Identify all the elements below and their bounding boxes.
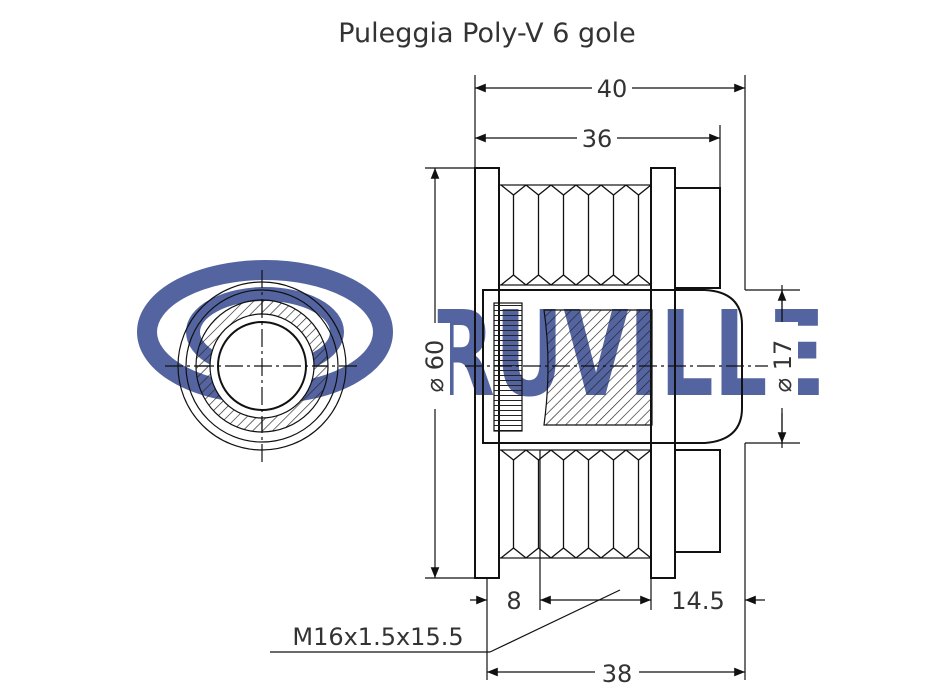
groove: [625, 449, 652, 559]
groove: [550, 449, 577, 559]
groove: [575, 449, 602, 559]
groove: [525, 449, 552, 559]
end-view: [165, 270, 358, 462]
poly-v-grooves: [500, 184, 652, 559]
dim-overall-length: 40: [597, 75, 628, 103]
dim-bottom-length: 38: [602, 660, 633, 688]
dim-left-offset: 8: [506, 587, 521, 615]
dim-body-length: 36: [582, 125, 613, 153]
dim-bore-diameter: ⌀ 17: [769, 340, 797, 393]
drawing-title: Puleggia Poly-V 6 gole: [338, 18, 636, 49]
pulley-side-view: [465, 167, 790, 579]
dim-thread-spec: M16x1.5x15.5: [292, 623, 463, 651]
groove: [500, 184, 527, 286]
groove: [600, 184, 627, 286]
dim-outer-diameter: ⌀ 60: [421, 340, 449, 393]
groove: [575, 184, 602, 286]
groove: [525, 184, 552, 286]
dim-right-offset: 14.5: [671, 587, 724, 615]
groove: [625, 184, 652, 286]
groove: [600, 449, 627, 559]
groove: [550, 184, 577, 286]
groove: [500, 449, 527, 559]
